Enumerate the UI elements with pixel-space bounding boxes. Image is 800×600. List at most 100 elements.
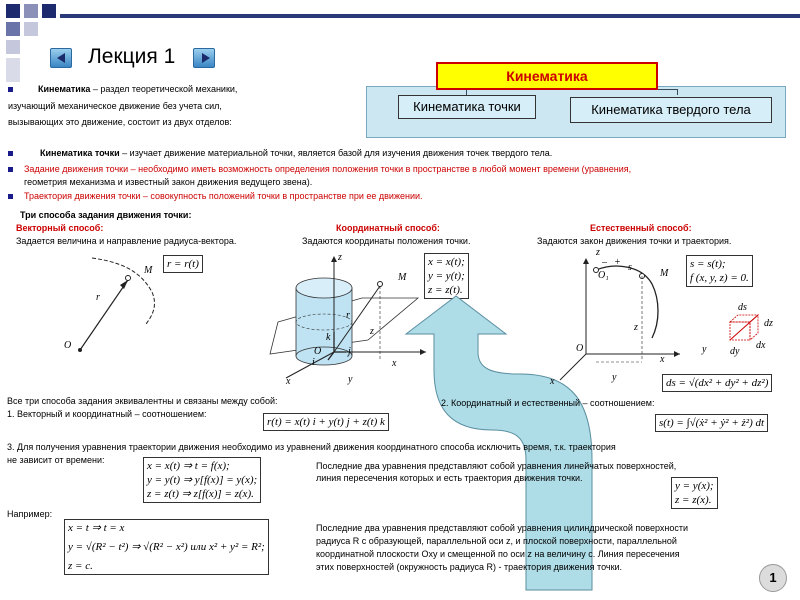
- label-x: x: [392, 358, 397, 369]
- arrow-left-icon: [57, 53, 65, 63]
- last-two-eq-line-2: линия пересечения которых и есть траекто…: [316, 473, 583, 483]
- formula-trajectory-system: y = y(x); z = z(x).: [671, 477, 718, 509]
- relation-2-text: 2. Координатный и естественный – соотнош…: [441, 398, 655, 408]
- label-y: y: [702, 344, 707, 355]
- formula-ds: ds = √(dx² + dy² + dz²): [662, 374, 773, 392]
- label-minus: –: [602, 257, 607, 268]
- label-x: x: [550, 376, 555, 387]
- formula-ex-1: x = t ⇒ t = x: [68, 522, 125, 534]
- bullet-trajectory: Траектория движения точки – совокупность…: [24, 191, 423, 201]
- next-slide-button[interactable]: [193, 48, 215, 68]
- label-i: i: [312, 357, 315, 368]
- intro-line-1: Кинематика – раздел теоретической механи…: [38, 84, 237, 95]
- methods-heading: Три способа задания движения точки:: [20, 210, 192, 220]
- natural-method-figure: [559, 258, 680, 381]
- coord-method-title: Координатный способ:: [336, 223, 440, 233]
- example-label: Например:: [7, 509, 53, 519]
- formula-coord-z: z = z(t).: [428, 284, 463, 296]
- label-r: r: [346, 310, 350, 321]
- label-x: x: [286, 376, 291, 387]
- label-z: z: [596, 247, 600, 258]
- paragraph-3-line-1: 3. Для получения уравнения траектории дв…: [7, 442, 616, 452]
- diagram-box-point-kinematics: Кинематика точки: [398, 95, 536, 119]
- equivalence-text: Все три способа задания эквивалентны и с…: [7, 396, 278, 406]
- label-k: k: [326, 332, 331, 343]
- label-z: z: [370, 326, 374, 337]
- label-r: r: [96, 292, 100, 303]
- cylinder-text-line-1: Последние два уравнения представляют соб…: [316, 523, 689, 533]
- natural-method-desc: Задаются закон движения точки и траектор…: [537, 236, 732, 246]
- label-j: j: [348, 346, 351, 357]
- coordinate-method-figure: [269, 256, 426, 379]
- label-ds: ds: [738, 302, 747, 313]
- label-x: x: [660, 354, 665, 365]
- formula-r-sum: r(t) = x(t) i + y(t) j + z(t) k: [263, 413, 389, 431]
- vector-method-title: Векторный способ:: [16, 223, 104, 233]
- formula-ex-3: z = c.: [68, 560, 93, 572]
- page-title: Лекция 1: [88, 45, 176, 68]
- formula-elim-2: y = y(t) ⇒ y[f(x)] = y(x);: [147, 474, 258, 486]
- intro-line-2: изучающий механическое движение без учет…: [8, 101, 222, 111]
- formula-sys-1: y = y(x);: [675, 480, 714, 492]
- bullet-point-kinematics: Кинематика точки – изучает движение мате…: [40, 148, 552, 159]
- vector-method-figure: [78, 257, 155, 352]
- formula-s-integral: s(t) = ∫√(ẋ² + ẏ² + ż²) dt: [655, 414, 769, 432]
- last-two-eq-line-1: Последние два уравнения представляют соб…: [316, 461, 677, 471]
- label-plus: +: [614, 257, 621, 268]
- label-O: O: [576, 343, 584, 354]
- label-dx: dx: [756, 340, 766, 351]
- label-O: O: [314, 346, 322, 357]
- cylinder-text-line-2: радиуса R с образующей, параллельной оси…: [316, 536, 677, 546]
- bullet-icon: [8, 194, 13, 199]
- label-z: z: [338, 252, 342, 263]
- coord-method-desc: Задаются координаты положения точки.: [302, 236, 471, 246]
- prev-slide-button[interactable]: [50, 48, 72, 68]
- bullet-motion-definition-line-1: Задание движения точки – необходимо имет…: [24, 164, 632, 174]
- label-M: M: [398, 272, 407, 283]
- formula-natural-s: s = s(t);: [690, 258, 726, 270]
- formula-vector: r = r(t): [163, 255, 203, 273]
- bullet-icon: [8, 87, 13, 92]
- formula-elim-1: x = x(t) ⇒ t = f(x);: [147, 460, 230, 472]
- bullet-motion-definition-line-2: геометрия механизма и известный закон дв…: [24, 177, 313, 187]
- label-s: s: [628, 262, 632, 273]
- cylinder-text-line-3: координатной плоскости Oxy и смещенной п…: [316, 549, 680, 559]
- formula-example: x = t ⇒ t = x y = √(R² − t²) ⇒ √(R² − x²…: [64, 519, 269, 575]
- formula-time-elimination: x = x(t) ⇒ t = f(x); y = y(t) ⇒ y[f(x)] …: [143, 457, 262, 503]
- label-y: y: [612, 372, 617, 383]
- differential-cube: [728, 314, 760, 341]
- bullet-point-kinematics-rest: – изучает движение материальной точки, я…: [119, 148, 553, 158]
- arrow-right-icon: [202, 53, 210, 63]
- formula-ex-2: y = √(R² − t²) ⇒ √(R² − x²) или x² + y² …: [68, 541, 265, 553]
- formula-elim-3: z = z(t) ⇒ z[f(x)] = z(x).: [147, 488, 254, 500]
- label-z: z: [634, 322, 638, 333]
- bullet-icon: [8, 167, 13, 172]
- intro-line-1-rest: – раздел теоретической механики,: [90, 84, 238, 94]
- label-M: M: [660, 268, 669, 279]
- formula-coord-x: x = x(t);: [428, 256, 465, 268]
- relation-1-text: 1. Векторный и координатный – соотношени…: [7, 409, 207, 419]
- vector-method-desc: Задается величина и направление радиуса-…: [16, 236, 237, 246]
- label-y: y: [348, 374, 353, 385]
- diagram-box-rigid-body-kinematics: Кинематика твердого тела: [570, 97, 772, 123]
- natural-method-title: Естественный способ:: [590, 223, 692, 233]
- label-dz: dz: [764, 318, 773, 329]
- label-O: O: [64, 340, 72, 351]
- formula-natural: s = s(t); f (x, y, z) = 0.: [686, 255, 753, 287]
- diagram-header: Кинематика: [436, 62, 658, 90]
- label-dy: dy: [730, 346, 740, 357]
- formula-coord-y: y = y(t);: [428, 270, 465, 282]
- formula-natural-f: f (x, y, z) = 0.: [690, 272, 749, 284]
- cylinder-text-line-4: этих поверхностей (окружность радиуса R)…: [316, 562, 623, 572]
- label-M: M: [144, 265, 153, 276]
- bullet-icon: [8, 151, 13, 156]
- page-number-badge[interactable]: 1: [759, 564, 787, 592]
- bullet-point-kinematics-term: Кинематика точки: [40, 148, 120, 158]
- intro-term: Кинематика: [38, 84, 91, 94]
- label-O1: O₁: [598, 270, 609, 281]
- big-curved-arrow: [404, 295, 593, 591]
- intro-line-3: вызывающих это движение, состоит из двух…: [8, 117, 232, 127]
- formula-coordinates: x = x(t); y = y(t); z = z(t).: [424, 253, 469, 299]
- formula-sys-2: z = z(x).: [675, 494, 712, 506]
- paragraph-3-line-2: не зависит от времени:: [7, 455, 105, 465]
